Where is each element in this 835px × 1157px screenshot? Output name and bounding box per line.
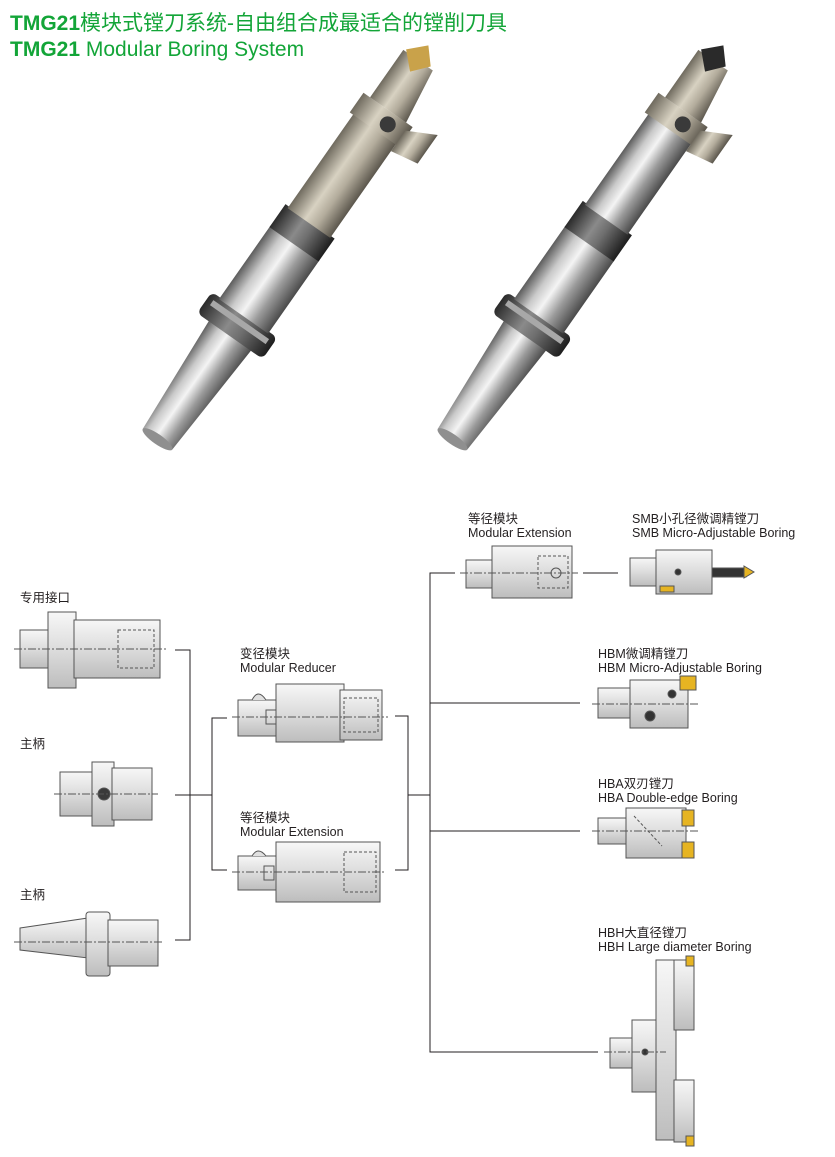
title-code: TMG21 (10, 12, 81, 35)
label-shank-2: 主柄 (20, 888, 46, 902)
hba-boring-drawing (592, 807, 700, 859)
label-hbm-en: HBM Micro-Adjustable Boring (598, 661, 762, 675)
label-hbh-en: HBH Large diameter Boring (598, 940, 752, 954)
hbm-boring-drawing (592, 675, 700, 729)
tool-photo-left (142, 45, 438, 451)
label-hbm-cn: HBM微调精镗刀 (598, 647, 689, 661)
label-smb-en: SMB Micro-Adjustable Boring (632, 526, 796, 540)
label-extension-mid-en: Modular Extension (240, 825, 344, 839)
label-reducer-en: Modular Reducer (240, 661, 336, 675)
hsk-shank-drawing (54, 761, 158, 827)
label-shank-1: 主柄 (20, 737, 46, 751)
label-hba-cn: HBA双刃镗刀 (598, 777, 674, 791)
insert-icon (701, 45, 726, 72)
title-text: Modular Boring System (80, 38, 305, 61)
label-extension-top-en: Modular Extension (468, 526, 572, 540)
reducer-module-drawing (232, 683, 388, 743)
label-hba-en: HBA Double-edge Boring (598, 791, 738, 805)
label-special-interface: 专用接口 (20, 591, 71, 605)
title-code: TMG21 (10, 38, 81, 61)
tool-photo-right (437, 45, 733, 451)
label-extension-top-cn: 等径模块 (468, 512, 519, 526)
label-reducer-cn: 变径模块 (240, 647, 291, 661)
page-title-chinese: TMG21模块式镗刀系统-自由组合成最适合的镗削刀具 (10, 7, 507, 37)
extension-module-mid-drawing (232, 841, 386, 903)
hbh-boring-drawing (604, 955, 695, 1147)
special-interface-drawing (14, 611, 166, 689)
extension-module-top-drawing (460, 545, 578, 599)
insert-icon (406, 45, 431, 72)
label-hbh-cn: HBH大直径镗刀 (598, 926, 687, 940)
connector-lines (175, 572, 618, 1053)
bt-shank-drawing (14, 911, 164, 977)
page-title-english: TMG21 Modular Boring System (10, 38, 304, 62)
label-smb-cn: SMB小孔径微调精镗刀 (632, 512, 760, 526)
title-text: 模块式镗刀系统-自由组合成最适合的镗削刀具 (80, 12, 508, 35)
label-extension-mid-cn: 等径模块 (240, 811, 291, 825)
smb-boring-drawing (629, 549, 755, 595)
